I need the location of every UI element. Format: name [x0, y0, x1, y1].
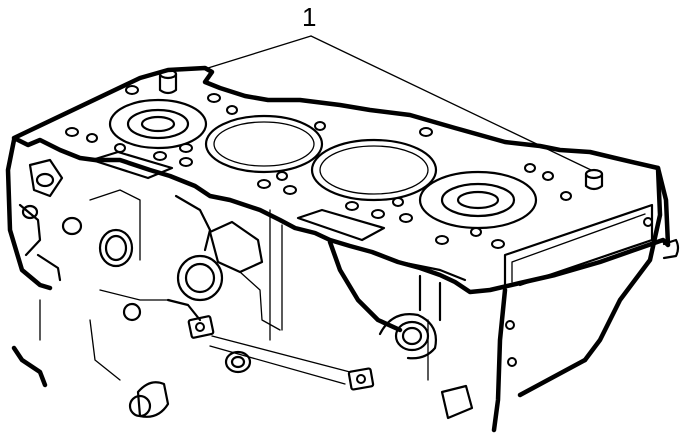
slots: [90, 150, 386, 242]
callout-label: 1: [302, 2, 317, 32]
leader-lines: [207, 35, 592, 171]
cylinder-bores: [108, 98, 538, 230]
block-front-face: [18, 158, 474, 420]
block-edges: [5, 137, 663, 433]
side-panel-details: [503, 203, 680, 367]
dowel-pins: [158, 68, 604, 191]
gasket-holes: [65, 85, 572, 249]
